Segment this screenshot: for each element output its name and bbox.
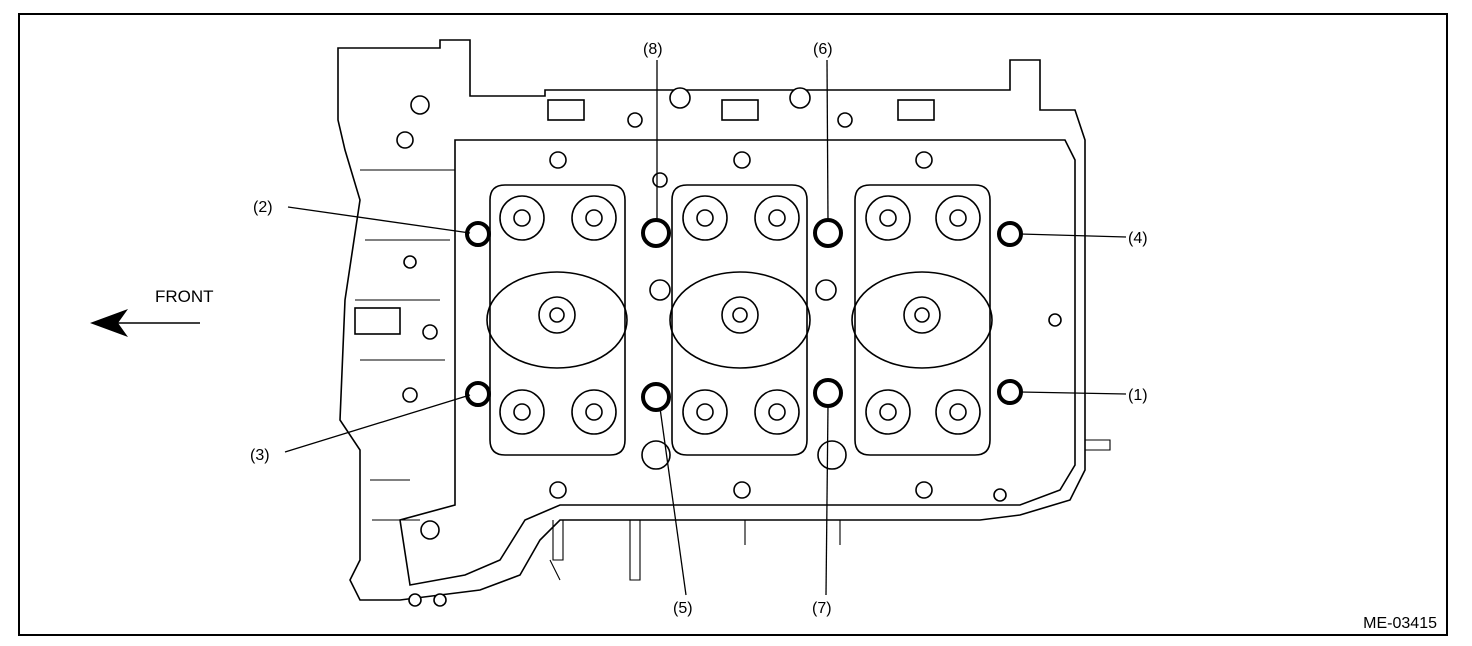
bolt-4 bbox=[997, 221, 1023, 247]
bolt-6 bbox=[813, 218, 843, 248]
bolt-3 bbox=[465, 381, 491, 407]
bolt-7 bbox=[813, 378, 843, 408]
bolt-5 bbox=[641, 382, 671, 412]
callout-label-4: (4) bbox=[1128, 230, 1148, 247]
callout-label-5: (5) bbox=[673, 600, 693, 617]
callout-label-3: (3) bbox=[250, 447, 270, 464]
chamber-group-1 bbox=[486, 184, 628, 456]
cylinder-head-illustration bbox=[337, 39, 1111, 607]
figure-code: ME-03415 bbox=[1363, 615, 1437, 632]
callout-label-8: (8) bbox=[643, 41, 663, 58]
callout-label-2: (2) bbox=[253, 199, 273, 216]
callout-label-6: (6) bbox=[813, 41, 833, 58]
front-label: FRONT bbox=[155, 287, 214, 306]
bolt-1 bbox=[997, 379, 1023, 405]
chamber-group-2 bbox=[669, 184, 811, 456]
leader-lines bbox=[284, 59, 1127, 596]
bolt-2 bbox=[465, 221, 491, 247]
bolt-8 bbox=[641, 218, 671, 248]
callout-label-7: (7) bbox=[812, 600, 832, 617]
callout-label-1: (1) bbox=[1128, 387, 1148, 404]
front-arrow-icon bbox=[90, 309, 200, 337]
chamber-group-3 bbox=[851, 184, 993, 456]
